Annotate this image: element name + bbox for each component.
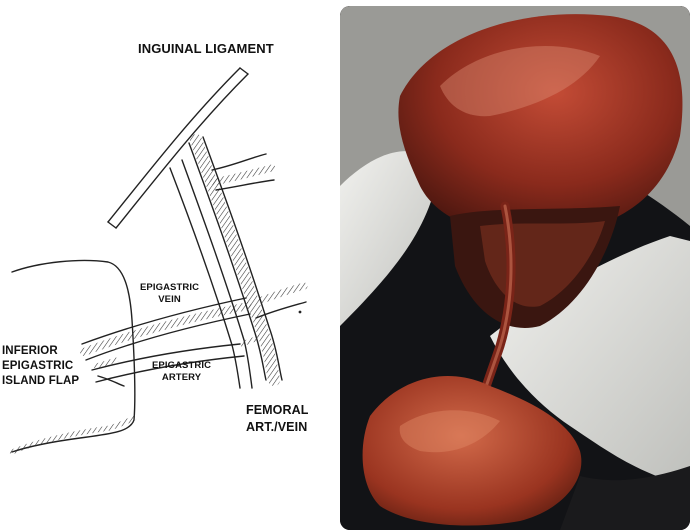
photo-illustration (340, 6, 690, 530)
label-inguinal-ligament: INGUINAL LIGAMENT (138, 40, 274, 57)
label-inferior-epigastric-island-flap: INFERIOR EPIGASTRIC ISLAND FLAP (2, 344, 79, 389)
surgical-photo (340, 6, 690, 530)
anatomy-diagram (0, 0, 340, 531)
label-epigastric-artery: EPIGASTRIC ARTERY (152, 360, 211, 384)
label-femoral-art-vein: FEMORAL ART./VEIN (246, 402, 309, 436)
label-epigastric-vein: EPIGASTRIC VEIN (140, 282, 199, 306)
